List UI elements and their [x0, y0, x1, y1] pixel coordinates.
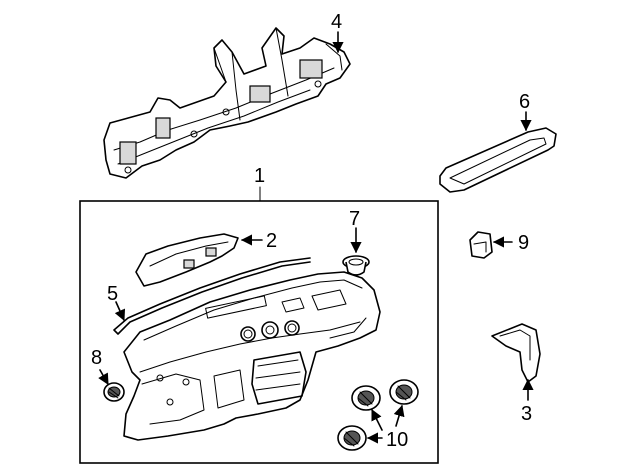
callout-10-arrow-a [371, 408, 383, 431]
part-8-vent [103, 382, 125, 402]
assembly-box [79, 200, 439, 464]
part-7-grommet [342, 255, 370, 276]
callout-3: 3 [521, 403, 532, 425]
part-6-trim-panel [439, 127, 557, 193]
callout-1: 1 [254, 165, 265, 187]
part-4-support-beam [103, 27, 351, 179]
callout-9: 9 [518, 232, 529, 254]
part-9-clip [469, 231, 493, 259]
part-1-instrument-panel [123, 271, 381, 441]
callout-10: 10 [386, 429, 408, 451]
callout-6: 6 [519, 91, 530, 113]
part-10-vents [337, 379, 419, 451]
callout-4: 4 [331, 11, 342, 33]
callout-10-arrow-b [393, 404, 405, 427]
part-5-weatherstrip [113, 257, 311, 335]
callout-8-arrow [98, 369, 109, 385]
callout-2: 2 [266, 230, 277, 252]
part-2-upper-panel [135, 233, 239, 287]
part-3-side-bracket [491, 323, 541, 383]
callout-8: 8 [91, 347, 102, 369]
callout-5: 5 [107, 283, 118, 305]
callout-5-arrow [114, 301, 126, 322]
callout-7: 7 [349, 208, 360, 230]
